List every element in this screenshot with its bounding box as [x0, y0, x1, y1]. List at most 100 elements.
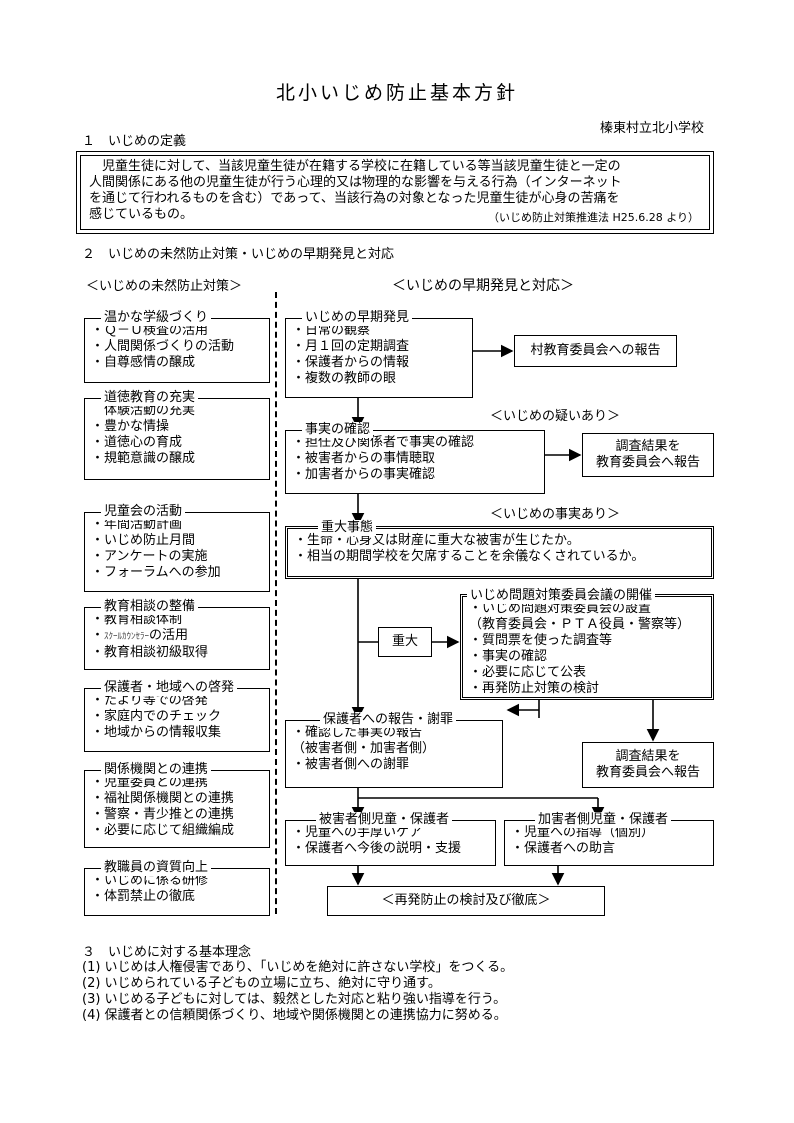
principle-item: (4) 保護者との信頼関係づくり、地域や関係機関との連携協力に努める。: [82, 1008, 507, 1023]
report2-box: 調査結果を 教育委員会へ報告: [582, 742, 714, 788]
list-item: ・加害者からの事実確認: [292, 467, 436, 482]
list-item: ・たより等での啓発: [91, 693, 208, 708]
page-title: 北小いじめ防止基本方針: [275, 82, 518, 104]
list-item: ・年間活動計画: [91, 517, 183, 532]
left-box-counseling: 教育相談の整備 ・教育相談体制 ・ｽｸｰﾙｶｳﾝｾﾗｰの活用 ・教育相談初級取得: [84, 599, 270, 670]
box-title: 児童会の活動: [101, 504, 186, 520]
list-item: （被害者側・加害者側）: [292, 741, 436, 756]
left-column-title: ＜いじめの未然防止対策＞: [86, 279, 243, 294]
fact-confirm-box: 事実の確認 ・担任及び関係者で事実の確認 ・被害者からの事情聴取 ・加害者からの…: [285, 422, 545, 494]
list-item: ・複数の教師の眼: [292, 371, 397, 386]
list-item: ・フォーラムへの参加: [91, 565, 221, 580]
list-item: ・保護者へ今後の説明・支援: [292, 841, 462, 856]
offender-box: 加害者側児童・保護者 ・児童への指導（個別） ・保護者への助言: [504, 812, 714, 866]
box-title: いじめの早期発見: [302, 310, 413, 326]
list-item: ・児童への手厚いケア: [292, 825, 423, 840]
box-title: 保護者・地域への啓発: [101, 680, 238, 696]
section3-heading: ３ いじめに対する基本理念: [82, 945, 252, 960]
definition-line: 児童生徒に対して、当該児童生徒が在籍する学校に在籍している等当該児童生徒と一定の: [89, 159, 621, 174]
list-item: ・児童への指導（個別）: [511, 825, 655, 840]
definition-box: 児童生徒に対して、当該児童生徒が在籍する学校に在籍している等当該児童生徒と一定の…: [76, 151, 714, 234]
school-name: 榛東村立北小学校: [599, 121, 704, 136]
section1-heading: １ いじめの定義: [82, 134, 187, 149]
list-item: 体験活動の充実: [91, 403, 196, 418]
list-item: ・相当の期間学校を欠席することを余儀なくされているか。: [294, 549, 645, 564]
list-item: ・道徳心の育成: [91, 435, 183, 450]
list-item: ・事実の確認: [469, 649, 548, 664]
list-item: ・体罰禁止の徹底: [91, 889, 196, 904]
box-title: 重大事態: [318, 520, 377, 536]
list-item: ・質問票を使った調査等: [469, 633, 613, 648]
list-item: ・生命・心身又は財産に重大な被害が生じたか。: [294, 533, 580, 548]
serious-case-box: 重大事態 ・生命・心身又は財産に重大な被害が生じたか。 ・相当の期間学校を欠席す…: [285, 520, 714, 579]
box-title: 道徳教育の充実: [101, 390, 199, 406]
report1-box: 調査結果を 教育委員会へ報告: [582, 433, 714, 477]
column-divider: [275, 292, 277, 914]
list-item: ・担任及び関係者で事実の確認: [292, 435, 475, 450]
list-item: ・確認した事実の報告: [292, 725, 423, 740]
list-item: ・再発防止対策の検討: [469, 681, 600, 696]
principles-list: (1) いじめは人権侵害であり、「いじめを絶対に許さない学校」をつくる。 (2)…: [82, 960, 513, 1024]
serious-label: 重大: [378, 627, 432, 657]
bullet: ・: [91, 628, 105, 643]
list-item: ・被害者側への謝罪: [292, 757, 410, 772]
list-item: ・いじめ問題対策委員会の設置: [469, 601, 652, 616]
list-item: ・必要に応じて公表: [469, 665, 587, 680]
village-report-box: 村教育委員会への報告: [514, 335, 677, 367]
left-box-guardians: 保護者・地域への啓発 ・たより等での啓発 ・家庭内でのチェック ・地域からの情報…: [84, 680, 270, 752]
left-box-class: 温かな学級づくり ・Ｑ－Ｕ検査の活用 ・人間関係づくりの活動 ・自尊感情の醸成: [84, 310, 270, 383]
list-item: ・Ｑ－Ｕ検査の活用: [91, 323, 209, 338]
box-title: 温かな学級づくり: [101, 310, 212, 326]
box-title: いじめ問題対策委員会議の開催: [467, 588, 656, 604]
box-title: 関係機関との連携: [101, 762, 211, 778]
list-item: ・教育相談体制: [91, 612, 183, 627]
report-line: 教育委員会へ報告: [595, 455, 700, 470]
report-line: 教育委員会へ報告: [595, 765, 700, 780]
list-item: ・ｽｸｰﾙｶｳﾝｾﾗｰの活用: [91, 628, 263, 645]
box-title: 教職員の資質向上: [101, 860, 212, 876]
list-item: ・保護者からの情報: [292, 355, 410, 370]
list-item: ・いじめに係る研修: [91, 873, 209, 888]
list-item: ・人間関係づくりの活動: [91, 339, 235, 354]
definition-line: 感じているもの。: [89, 207, 194, 222]
list-item: ・アンケートの実施: [91, 549, 208, 564]
section2-heading: ２ いじめの未然防止対策・いじめの早期発見と対応: [82, 247, 395, 262]
box-title: 加害者側児童・保護者: [535, 812, 672, 828]
list-item: ・教育相談初級取得: [91, 645, 209, 660]
report-line: 調査結果を: [615, 439, 681, 454]
list-item: （教育委員会・ＰＴＡ役員・警察等）: [469, 617, 691, 632]
list-item: ・いじめ防止月間: [91, 533, 196, 548]
list-item: ・自尊感情の醸成: [91, 355, 196, 370]
list-item: ・保護者への助言: [511, 841, 616, 856]
principle-item: (1) いじめは人権侵害であり、「いじめを絶対に許さない学校」をつくる。: [82, 960, 514, 975]
definition-line: 人間関係にある他の児童生徒が行う心理的又は物理的な影響を与える行為（インターネッ…: [89, 175, 622, 190]
definition-note: （いじめ防止対策推進法 H25.6.28 より）: [487, 211, 699, 224]
victim-box: 被害者側児童・保護者 ・児童への手厚いケア ・保護者へ今後の説明・支援: [285, 812, 496, 866]
suspicion-label: ＜いじめの疑いあり＞: [490, 409, 621, 424]
left-box-moral: 道徳教育の充実 体験活動の充実 ・豊かな情操 ・道徳心の育成 ・規範意識の醸成: [84, 390, 270, 480]
list-item: ・被害者からの事情聴取: [292, 451, 436, 466]
fact-label: ＜いじめの事実あり＞: [490, 507, 621, 522]
early-detection-box: いじめの早期発見 ・日常の観察 ・月１回の定期調査 ・保護者からの情報 ・複数の…: [285, 310, 473, 398]
list-item: ・規範意識の醸成: [91, 451, 196, 466]
left-box-council: 児童会の活動 ・年間活動計画 ・いじめ防止月間 ・アンケートの実施 ・フォーラム…: [84, 504, 270, 592]
box-title: 保護者への報告・謝罪: [320, 712, 457, 728]
right-column-title: ＜いじめの早期発見と対応＞: [392, 278, 574, 294]
principle-item: (2) いじめられている子どもの立場に立ち、絶対に守り通す。: [82, 976, 441, 991]
list-item: ・児童委員との連携: [91, 775, 208, 790]
box-title: 教育相談の整備: [101, 599, 199, 615]
list-item: ・豊かな情操: [91, 419, 170, 434]
box-title: 被害者側児童・保護者: [316, 812, 453, 828]
definition-line: を通じて行われるものを含む）であって、当該行為の対象となった児童生徒が心身の苦痛…: [89, 191, 620, 206]
faint-text: ｽｸｰﾙｶｳﾝｾﾗｰ: [104, 632, 150, 642]
prevention-box: ＜再発防止の検討及び徹底＞: [327, 886, 605, 916]
box-title: 事実の確認: [302, 422, 374, 438]
list-item: ・月１回の定期調査: [292, 339, 410, 354]
report-line: 調査結果を: [615, 749, 681, 764]
guardian-report-box: 保護者への報告・謝罪 ・確認した事実の報告 （被害者側・加害者側） ・被害者側へ…: [285, 712, 503, 788]
left-box-agencies: 関係機関との連携 ・児童委員との連携 ・福祉関係機関との連携 ・警察・青少推との…: [84, 762, 270, 848]
list-item: ・福祉関係機関との連携: [91, 791, 234, 806]
list-item: ・必要に応じて組織編成: [91, 823, 235, 838]
item-suffix: の活用: [149, 628, 189, 643]
